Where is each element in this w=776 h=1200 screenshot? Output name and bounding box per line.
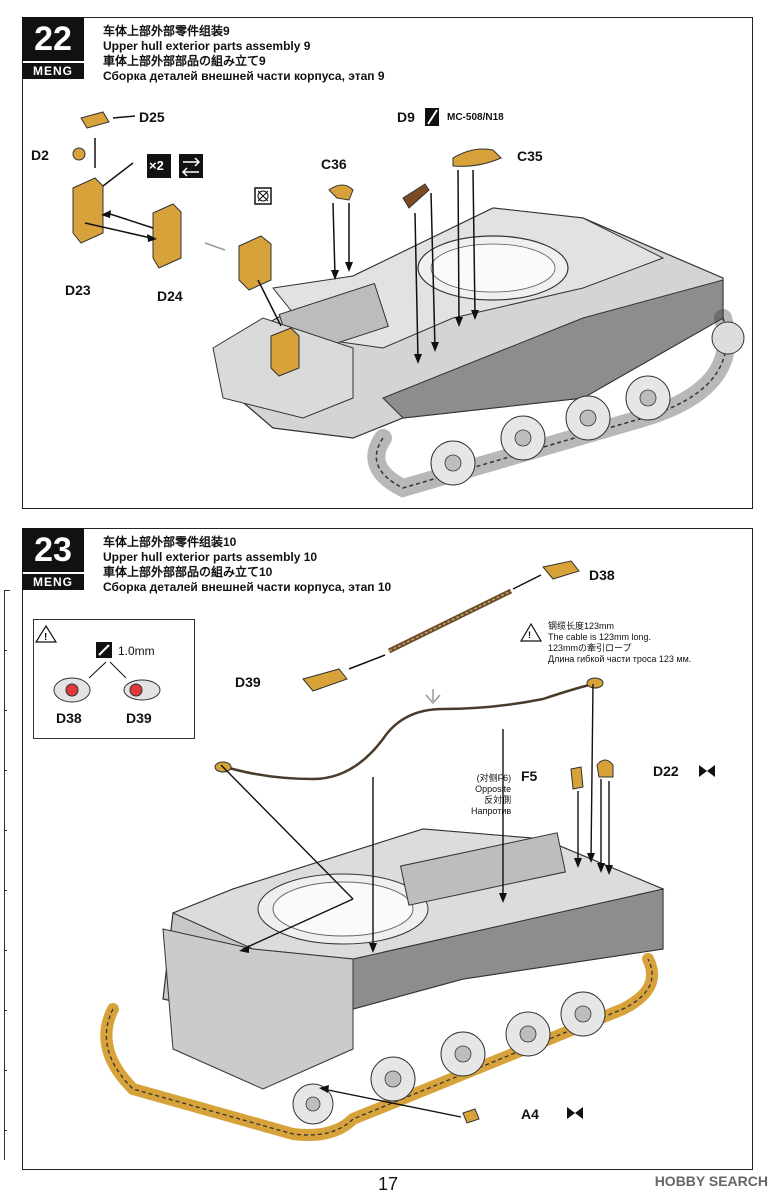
part-c35 — [452, 148, 502, 167]
part-d23 — [72, 177, 104, 244]
cable-note-ru: Длина гибкой части троса 123 мм. — [548, 654, 692, 664]
scale-ruler — [4, 590, 14, 1160]
step-22-illustration — [72, 108, 745, 498]
drill-diagram: ! — [34, 624, 161, 703]
opposite-note: (对侧F6) Opposite 反対側 Напротив — [471, 773, 511, 817]
drill-label-d38: D38 — [56, 710, 82, 726]
label-d24: D24 — [157, 288, 183, 304]
part-d2 — [72, 147, 86, 161]
drill-size: 1.0mm — [118, 644, 155, 658]
label-a4: A4 — [521, 1106, 539, 1122]
label-d38: D38 — [589, 567, 615, 583]
cable-parts — [214, 560, 604, 781]
mirror-mark-icon — [567, 1107, 583, 1119]
title-ru: Сборка деталей внешней части корпуса, эт… — [103, 580, 392, 594]
label-d9: D9 — [397, 109, 415, 125]
part-d22 — [596, 759, 614, 778]
step-number: 22 — [22, 17, 84, 61]
title-zh: 车体上部外部零件组装9 — [103, 24, 230, 38]
part-d39 — [302, 668, 348, 692]
drill-hole-box: ! 1.0mm D38 D39 — [33, 619, 195, 739]
title-ja: 車体上部外部部品の組み立て10 — [103, 565, 273, 579]
page-number: 17 — [377, 1174, 399, 1194]
label-d23: D23 — [65, 282, 91, 298]
cable-assembled — [218, 682, 594, 781]
svg-text:!: ! — [44, 632, 47, 643]
opposite-en: Opposite — [475, 784, 512, 794]
label-c36: C36 — [321, 156, 347, 172]
part-a4 — [462, 1108, 480, 1124]
label-c35: C35 — [517, 148, 543, 164]
title-en: Upper hull exterior parts assembly 10 — [103, 550, 318, 564]
step-badge: 23 MENG — [22, 528, 96, 592]
title-ru: Сборка деталей внешней части корпуса, эт… — [103, 69, 385, 83]
jerrycan-installed — [270, 327, 300, 377]
warning-icon — [519, 622, 543, 642]
cable-note-zh: 钢缆长度123mm — [548, 621, 615, 631]
tank-hull-illustration — [100, 828, 665, 1141]
times-two-label: ×2 — [149, 158, 164, 173]
step-titles: 车体上部外部零件组装10 Upper hull exterior parts a… — [103, 535, 391, 595]
brand-logo: MENG — [22, 63, 84, 79]
opposite-zh: (对侧F6) — [476, 773, 512, 783]
part-f5 — [570, 766, 584, 790]
paint-code: MC-508/N18 — [447, 112, 504, 123]
brand-logo: MENG — [22, 574, 84, 590]
cable-length-note: 钢缆长度123mm The cable is 123mm long. 123mm… — [548, 621, 691, 665]
part-d38 — [542, 560, 580, 580]
part-d25 — [80, 111, 110, 129]
part-c36 — [328, 184, 354, 201]
step-23-panel: 23 MENG 车体上部外部零件组装10 Upper hull exterior… — [22, 528, 753, 1170]
step-23-illustration: ! — [100, 560, 715, 1141]
step-titles: 车体上部外部零件组装9 Upper hull exterior parts as… — [103, 24, 385, 84]
cable-note-ja: 123mmの牽引ロープ — [548, 643, 632, 653]
svg-text:!: ! — [528, 630, 531, 640]
mirror-mark-icon — [699, 765, 715, 777]
opposite-ja: 反対側 — [484, 795, 512, 805]
opposite-ru: Напротив — [471, 806, 512, 816]
times-two-icon — [147, 154, 171, 178]
watermark: HOBBY SEARCH — [654, 1173, 768, 1189]
step-badge: 22 MENG — [22, 17, 96, 81]
title-zh: 车体上部外部零件组装10 — [103, 535, 237, 549]
label-d22: D22 — [653, 763, 679, 779]
drill-label-d39: D39 — [126, 710, 152, 726]
warning-icon — [34, 624, 58, 643]
label-d2: D2 — [31, 147, 49, 163]
tank-hull-illustration — [212, 207, 745, 498]
cable-note-en: The cable is 123mm long. — [548, 632, 652, 642]
part-d9 — [402, 183, 430, 209]
step-22-panel: 22 MENG 车体上部外部零件组装9 Upper hull exterior … — [22, 17, 753, 509]
assembled-jerrycan — [238, 235, 272, 291]
mirror-icon — [179, 154, 203, 178]
title-en: Upper hull exterior parts assembly 9 — [103, 39, 311, 53]
part-d24 — [152, 203, 182, 269]
label-d39: D39 — [235, 674, 261, 690]
label-d25: D25 — [139, 109, 165, 125]
step-number: 23 — [22, 528, 84, 572]
label-f5: F5 — [521, 768, 538, 784]
title-ja: 車体上部外部部品の組み立て9 — [103, 54, 266, 68]
